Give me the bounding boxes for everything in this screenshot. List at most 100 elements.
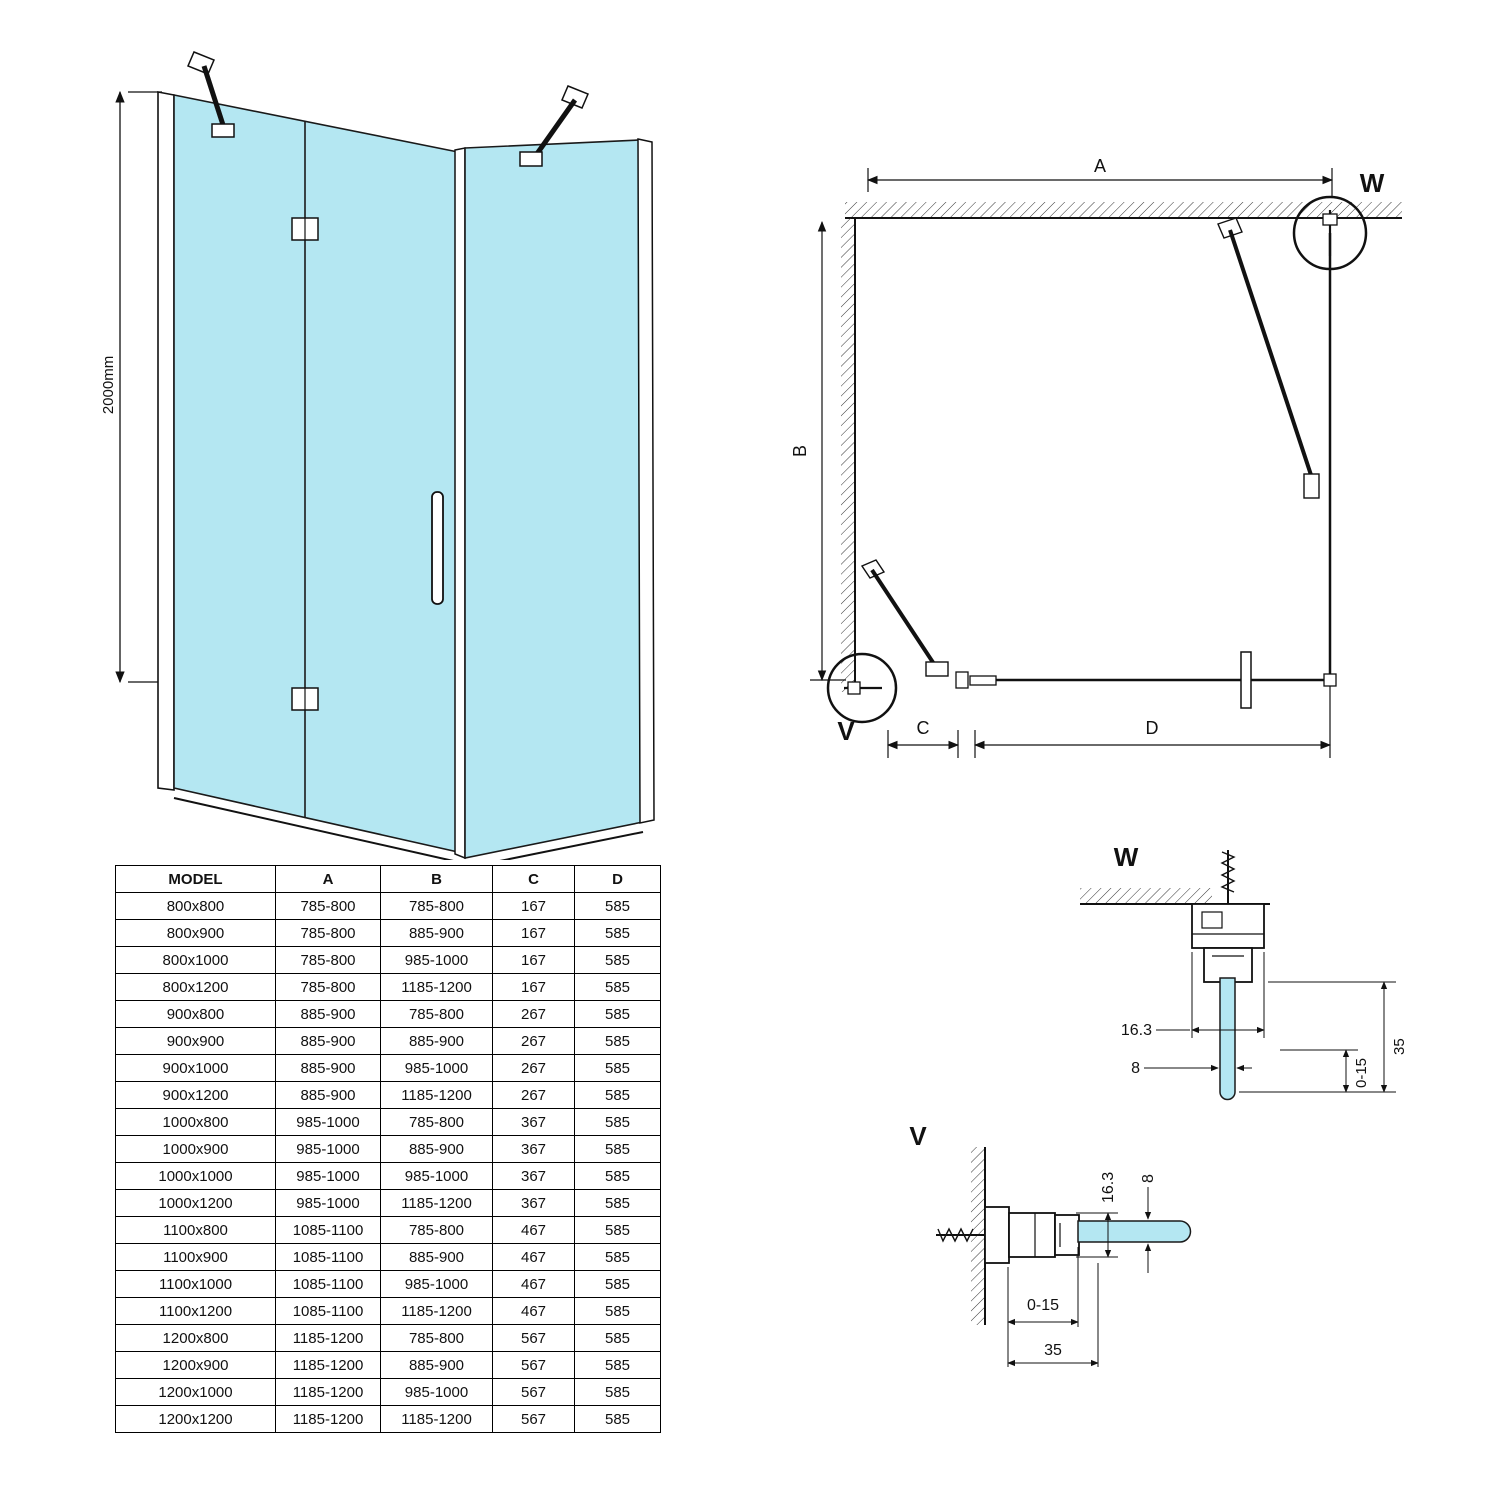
table-cell: 567 bbox=[492, 1378, 575, 1406]
table-cell: 1185-1200 bbox=[275, 1405, 381, 1433]
detail-w-glass bbox=[1219, 977, 1236, 1101]
table-cell: 585 bbox=[574, 1162, 661, 1190]
table-cell: 1200x800 bbox=[115, 1324, 276, 1352]
side-bottom-rail bbox=[499, 831, 644, 860]
dim-8-label: 8 bbox=[1131, 1060, 1140, 1077]
support-bar-front bbox=[187, 51, 235, 138]
table-cell: 800x900 bbox=[115, 919, 276, 947]
table-cell: 1000x900 bbox=[115, 1135, 276, 1163]
table-cell: 1100x900 bbox=[115, 1243, 276, 1271]
table-cell: 885-900 bbox=[380, 1243, 493, 1271]
dimension-c: C bbox=[886, 718, 960, 758]
table-header-cell: C bbox=[492, 865, 575, 893]
table-cell: 167 bbox=[492, 892, 575, 920]
table-cell: 567 bbox=[492, 1324, 575, 1352]
table-header-cell: MODEL bbox=[115, 865, 276, 893]
table-cell: 885-900 bbox=[275, 1081, 381, 1109]
table-cell: 585 bbox=[574, 1108, 661, 1136]
glass-clamp-icon bbox=[925, 661, 949, 677]
table-cell: 1185-1200 bbox=[380, 1405, 493, 1433]
table-cell: 585 bbox=[574, 1216, 661, 1244]
table-cell: 1085-1100 bbox=[275, 1243, 381, 1271]
table-cell: 1185-1200 bbox=[380, 973, 493, 1001]
table-cell: 267 bbox=[492, 1081, 575, 1109]
table-cell: 367 bbox=[492, 1135, 575, 1163]
table-cell: 585 bbox=[574, 1405, 661, 1433]
dim-015-label: 0-15 bbox=[1353, 1058, 1370, 1088]
table-cell: 567 bbox=[492, 1351, 575, 1379]
table-cell: 367 bbox=[492, 1189, 575, 1217]
dim-163-label: 16.3 bbox=[1121, 1022, 1152, 1039]
table-cell: 585 bbox=[574, 1351, 661, 1379]
front-bottom-rail bbox=[173, 797, 454, 860]
wall-bracket-icon bbox=[1217, 217, 1243, 239]
screw-icon bbox=[936, 1227, 985, 1243]
dim-163-label: 16.3 bbox=[1100, 1172, 1117, 1203]
detail-v-title: V bbox=[909, 1121, 927, 1151]
table-cell: 267 bbox=[492, 1027, 575, 1055]
glass-clamp-icon bbox=[1303, 473, 1320, 499]
table-cell: 1085-1100 bbox=[275, 1297, 381, 1325]
table-cell: 800x1000 bbox=[115, 946, 276, 974]
table-cell: 585 bbox=[574, 1027, 661, 1055]
table-cell: 985-1000 bbox=[380, 1270, 493, 1298]
table-cell: 467 bbox=[492, 1270, 575, 1298]
table-cell: 885-900 bbox=[380, 1027, 493, 1055]
table-cell: 985-1000 bbox=[380, 1378, 493, 1406]
detail-balloon-w: W bbox=[1292, 168, 1385, 271]
table-cell: 1185-1200 bbox=[380, 1189, 493, 1217]
table-cell: 785-800 bbox=[380, 1216, 493, 1244]
table-cell: 800x800 bbox=[115, 892, 276, 920]
table-cell: 885-900 bbox=[275, 1054, 381, 1082]
table-cell: 785-800 bbox=[275, 919, 381, 947]
table-cell: 585 bbox=[574, 1189, 661, 1217]
table-cell: 585 bbox=[574, 892, 661, 920]
height-dim-label: 2000mm bbox=[100, 356, 117, 414]
plan-view-drawing: A B bbox=[790, 156, 1402, 758]
detail-v-glass bbox=[1077, 1220, 1192, 1243]
detail-v-dim-width: 16.3 bbox=[1076, 1172, 1118, 1258]
corner-connector bbox=[1323, 673, 1337, 687]
table-cell: 785-800 bbox=[380, 1324, 493, 1352]
plan-panels bbox=[955, 233, 1337, 709]
table-cell: 467 bbox=[492, 1243, 575, 1271]
table-header-cell: D bbox=[574, 865, 661, 893]
dim-35-label: 35 bbox=[1044, 1342, 1062, 1359]
table-cell: 900x900 bbox=[115, 1027, 276, 1055]
table-cell: 585 bbox=[574, 1270, 661, 1298]
wall-profile-plan bbox=[955, 671, 969, 689]
dimension-a: A bbox=[866, 156, 1334, 198]
brace-front-plan bbox=[860, 559, 949, 677]
table-cell: 167 bbox=[492, 946, 575, 974]
table-cell: 885-900 bbox=[380, 1351, 493, 1379]
table-cell: 885-900 bbox=[275, 1000, 381, 1028]
detail-w-dim-width: 16.3 bbox=[1121, 952, 1265, 1039]
detail-v-drawing: V 16.3 bbox=[909, 1121, 1192, 1367]
table-cell: 785-800 bbox=[275, 973, 381, 1001]
table-cell: 885-900 bbox=[380, 1135, 493, 1163]
hinge-plan bbox=[969, 675, 997, 686]
wall-bracket-icon bbox=[860, 559, 886, 579]
table-cell: 1185-1200 bbox=[275, 1324, 381, 1352]
table-cell: 267 bbox=[492, 1000, 575, 1028]
table-cell: 567 bbox=[492, 1405, 575, 1433]
detail-balloon-v: V bbox=[826, 652, 898, 746]
table-cell: 1000x1000 bbox=[115, 1162, 276, 1190]
table-cell: 585 bbox=[574, 1243, 661, 1271]
table-cell: 900x800 bbox=[115, 1000, 276, 1028]
table-cell: 1000x800 bbox=[115, 1108, 276, 1136]
wall-bracket-icon bbox=[187, 51, 215, 75]
dim-015-label: 0-15 bbox=[1027, 1297, 1059, 1314]
